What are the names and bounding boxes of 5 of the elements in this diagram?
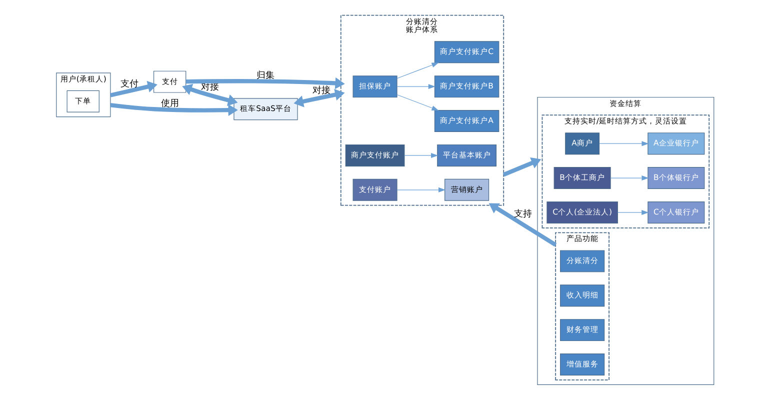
edge-label: 对接	[312, 86, 330, 96]
edge-label: 使用	[160, 99, 178, 110]
edge-label: 归集	[256, 71, 274, 82]
edge-label: 支持	[513, 210, 532, 220]
edge-label: 支付	[120, 80, 138, 90]
